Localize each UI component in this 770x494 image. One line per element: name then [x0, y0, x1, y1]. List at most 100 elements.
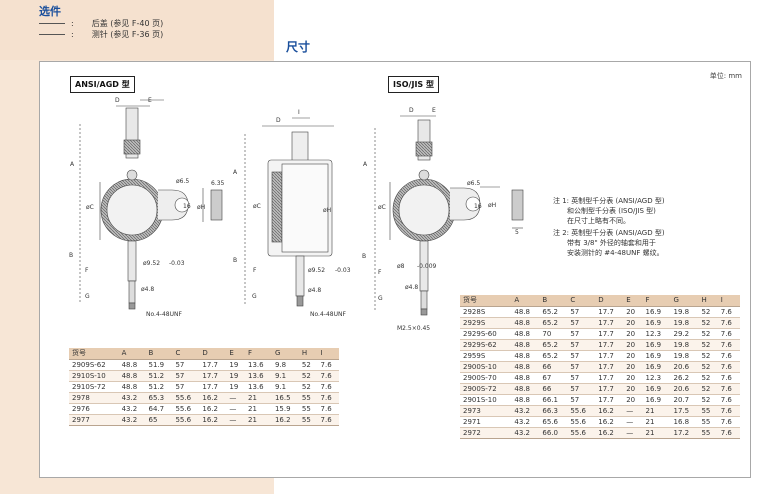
table-cell: 66.1 — [539, 394, 568, 406]
table-cell: 19.8 — [670, 317, 699, 329]
table-cell: 7.6 — [317, 381, 339, 393]
dim-label-d: D — [115, 97, 120, 104]
table-cell: 55.6 — [567, 405, 596, 417]
table-cell: 2910S-10 — [69, 370, 119, 382]
column-header: G — [670, 295, 699, 307]
table-cell: 17.7 — [595, 372, 624, 384]
column-header: D — [199, 348, 227, 360]
table-cell: 65.2 — [539, 317, 568, 329]
table-cell: 48.8 — [118, 381, 146, 393]
column-header: F — [245, 348, 272, 360]
table-cell: 19 — [226, 370, 245, 382]
table-cell: 7.6 — [717, 317, 740, 329]
dim-label-phih: øH — [197, 204, 205, 211]
iso-dim-label-g: G — [378, 295, 383, 302]
table-cell: 48.8 — [511, 328, 540, 340]
table-cell: 16.2 — [199, 392, 227, 404]
note-line: 带有 3/8" 外径的轴套和用于 — [567, 239, 656, 247]
iso-dim-label-f: F — [378, 269, 382, 276]
table-cell: 48.8 — [511, 350, 540, 362]
table-cell: 66 — [539, 361, 568, 373]
table-cell: — — [623, 405, 643, 417]
thread-label-iso: M2.5×0.45 — [397, 325, 430, 332]
table-cell: 65.6 — [539, 416, 568, 428]
table-cell: 66.0 — [539, 427, 568, 439]
table-cell: 65.3 — [145, 392, 173, 404]
thread-label-ansi: No.4-48UNF — [146, 311, 182, 318]
dim-label-f: F — [85, 267, 89, 274]
column-header: I — [317, 348, 339, 360]
table-cell: 55 — [298, 414, 318, 426]
table-cell: 65.2 — [539, 350, 568, 362]
table-cell: 55 — [698, 405, 718, 417]
table-cell: 17.7 — [595, 306, 624, 318]
side-dim-label-phic: øC — [253, 203, 261, 210]
option-label: 后盖 (参见 F-40 页) — [91, 19, 164, 28]
table-cell: 57 — [567, 328, 596, 340]
table-cell: 2971 — [460, 416, 512, 428]
table-cell: 55.6 — [172, 403, 200, 415]
table-cell: 13.6 — [245, 370, 272, 382]
table-cell: 66 — [539, 383, 568, 395]
table-cell: 51.9 — [145, 359, 173, 371]
table-cell: 48.8 — [511, 394, 540, 406]
column-header: A — [511, 295, 540, 307]
table-cell: 7.6 — [317, 392, 339, 404]
option-label: 测针 (参见 F-36 页) — [91, 30, 164, 39]
table-cell: 2900S-10 — [460, 361, 512, 373]
table-cell: 48.8 — [118, 359, 146, 371]
table-cell: 20 — [623, 383, 643, 395]
options-title: 选件 — [39, 5, 61, 18]
table-cell: 52 — [698, 372, 718, 384]
dial-indicator-drawings: D E A øC B F G ø6.5 øH 16 ø9.52 -0.03 ø4… — [69, 97, 524, 332]
header-background — [0, 0, 274, 60]
table-cell: 16.2 — [271, 414, 299, 426]
table-cell: 65.2 — [539, 339, 568, 351]
table-cell: 7.6 — [317, 414, 339, 426]
table-cell: 17.7 — [595, 350, 624, 362]
table-cell: 51.2 — [145, 381, 173, 393]
table-cell: 17.7 — [595, 339, 624, 351]
side-dim-label-d: D — [276, 117, 281, 124]
leader-line — [39, 23, 65, 24]
table-cell: 17.7 — [595, 361, 624, 373]
table-cell: 48.8 — [118, 370, 146, 382]
table-cell: 2928S — [460, 306, 512, 318]
table-cell: 20 — [623, 306, 643, 318]
note-line: 注 2: 英制型千分表 (ANSI/AGD 型) — [553, 229, 665, 237]
table-cell: 43.2 — [118, 403, 146, 415]
table-cell: 2929S — [460, 317, 512, 329]
column-header: C — [172, 348, 200, 360]
table-cell: 29.2 — [670, 328, 699, 340]
dim-label-phic: øC — [86, 204, 94, 211]
dim-label-b: B — [69, 252, 73, 259]
note-line: 和公制型千分表 (ISO/JIS 型) — [567, 207, 656, 215]
table-cell: 2900S-70 — [460, 372, 512, 384]
stem-tolerance-label: -0.03 — [169, 260, 185, 267]
table-cell: 7.6 — [717, 306, 740, 318]
leader-colon: : — [71, 30, 74, 39]
table-cell: 52 — [698, 394, 718, 406]
table-cell: 55.6 — [567, 416, 596, 428]
side-dim-label-g: G — [252, 293, 257, 300]
table-cell: 17.7 — [595, 328, 624, 340]
dim-label-phi65: ø6.5 — [176, 178, 189, 185]
iso-dim-label-phi65: ø6.5 — [467, 180, 480, 187]
table-cell: 57 — [172, 359, 200, 371]
iso-dim-label-phic: øC — [378, 204, 386, 211]
table-cell: 19 — [226, 359, 245, 371]
table-cell: — — [623, 427, 643, 439]
unit-label: 单位: mm — [709, 72, 742, 80]
table-cell: 7.6 — [717, 383, 740, 395]
table-cell: 48.8 — [511, 383, 540, 395]
table-cell: 52 — [698, 317, 718, 329]
table-cell: 55 — [298, 403, 318, 415]
table-cell: 20 — [623, 317, 643, 329]
table-cell: 21 — [642, 427, 671, 439]
dimensions-section-title: 尺寸 — [286, 40, 311, 54]
table-cell: 9.1 — [271, 370, 299, 382]
table-cell: 16.9 — [642, 317, 671, 329]
